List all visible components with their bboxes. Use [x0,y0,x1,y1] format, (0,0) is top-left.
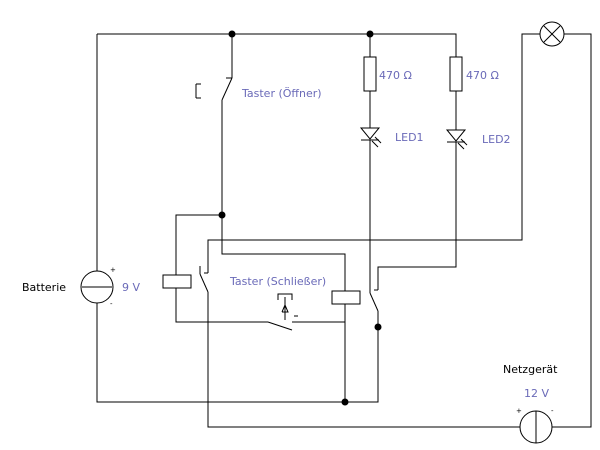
nc-contact-blade [221,77,233,101]
power-supply: + - Netzgerät 12 V [503,363,558,444]
junction-dot [228,30,236,38]
junction-dot [218,211,226,219]
led-2: LED2 [445,129,511,150]
junction-dot [341,398,349,406]
no-contact-blade [267,321,293,331]
led-1-ray [371,140,379,148]
wire-nc-bottom [221,100,346,296]
led-2-triangle [445,129,467,142]
led-1-triangle [359,127,381,140]
resistor-2-body [449,56,463,92]
push-button-nc: Taster (Öffner) [195,77,322,101]
no-actuator-head [277,293,293,300]
led-2-ray [457,142,465,150]
led-2-ray [460,138,468,146]
wire-ps-loop [207,322,520,428]
push-button-no: Taster (Schließer) [229,275,326,331]
wires [96,33,592,428]
battery-voltage: 9 V [122,281,140,294]
led-2-label: LED2 [482,133,511,146]
wire-relay1-loop [175,214,222,275]
led-1-ray [374,136,382,144]
wire-relay1-bottom [175,288,268,323]
relay-2-contact-blade [369,292,379,312]
power-supply-label: Netzgerät [503,363,558,376]
led-1-label: LED1 [395,131,424,144]
resistor-1: 470 Ω [363,56,412,92]
wire-no-right [292,304,346,323]
wire-top-rail [97,33,457,57]
resistor-2: 470 Ω [449,56,499,92]
relay-2 [331,286,379,327]
wire-led2-bottom [377,142,457,290]
wire-left-rail-lower [96,303,379,403]
lamp [539,21,565,47]
battery-label: Batterie [22,281,66,294]
ps-plus-sign: + [516,407,522,415]
junction-dot [366,30,374,38]
wire-ps-right [552,33,592,428]
nc-switch-label: Taster (Öffner) [241,87,322,100]
relay-1 [162,266,209,293]
battery: + - Batterie 9 V [22,266,140,308]
lamp-cross [543,25,561,43]
ps-minus-sign: - [551,407,554,415]
resistor-2-label: 470 Ω [466,69,499,82]
no-switch-label: Taster (Schließer) [229,275,326,288]
battery-minus-sign: - [110,300,113,308]
relay-2-coil [331,290,361,305]
power-supply-voltage: 12 V [524,387,549,400]
relay-1-coil [162,274,192,289]
led-1: LED1 [359,127,424,148]
resistor-1-body [363,56,377,92]
resistor-1-label: 470 Ω [379,69,412,82]
relay-1-contact-blade [199,273,209,293]
wire-relay1-contact [207,33,540,273]
battery-plus-sign: + [110,266,116,274]
